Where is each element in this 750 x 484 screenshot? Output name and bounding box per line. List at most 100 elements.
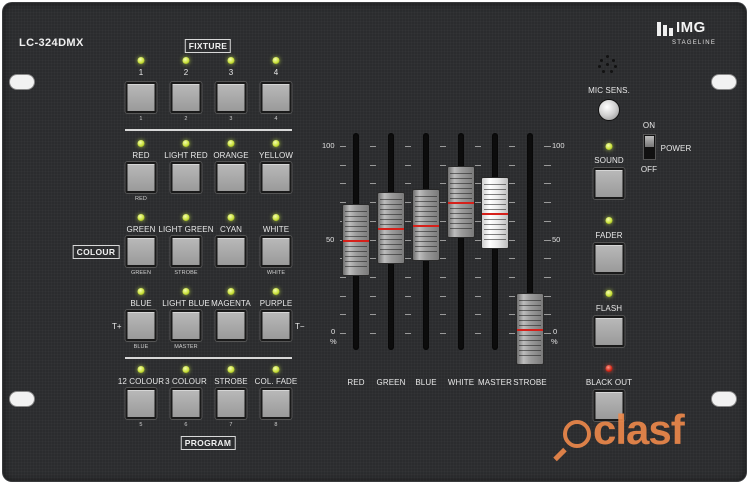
scale-tick bbox=[340, 296, 346, 297]
fader-label-green: GREEN bbox=[376, 378, 406, 387]
colour-r3-button-3[interactable] bbox=[215, 310, 247, 341]
colour-r2-label-2: LIGHT GREEN bbox=[158, 225, 214, 234]
fader-tick bbox=[440, 183, 446, 184]
power-switch[interactable] bbox=[643, 134, 656, 160]
fader-knob-green[interactable] bbox=[377, 192, 405, 264]
scale-tick bbox=[340, 183, 346, 184]
fader-knob-white[interactable] bbox=[447, 166, 475, 238]
colour-r2-sublabel-2: STROBE bbox=[174, 270, 198, 276]
fixture-sublabel-2: 2 bbox=[184, 116, 188, 122]
fixture-button-4[interactable] bbox=[260, 82, 292, 113]
colour-r3-button-2[interactable] bbox=[170, 310, 202, 341]
flash-button[interactable] bbox=[593, 316, 625, 347]
right-led-1 bbox=[605, 143, 613, 150]
fader-tick bbox=[475, 258, 481, 259]
program-button-1[interactable] bbox=[125, 388, 157, 419]
fixture-button-3[interactable] bbox=[215, 82, 247, 113]
fader-label-red: RED bbox=[347, 378, 365, 387]
fader-tick bbox=[405, 258, 411, 259]
colour-r2-led-2 bbox=[182, 214, 190, 221]
fader-tick bbox=[405, 146, 411, 147]
program-led-4 bbox=[272, 366, 280, 373]
colour-r1-label-2: LIGHT RED bbox=[164, 151, 208, 160]
fader-tick bbox=[405, 314, 411, 315]
scale-tick bbox=[340, 277, 346, 278]
colour-r1-button-2[interactable] bbox=[170, 162, 202, 193]
fader-tick bbox=[509, 183, 515, 184]
fixture-sublabel-4: 4 bbox=[274, 116, 278, 122]
colour-r3-button-1[interactable] bbox=[125, 310, 157, 341]
program-button-4[interactable] bbox=[260, 388, 292, 419]
model-name: LC-324DMX bbox=[19, 37, 84, 49]
fader-tick bbox=[440, 277, 446, 278]
colour-r3-sublabel-1: BLUE bbox=[133, 344, 149, 350]
power-off-label: OFF bbox=[640, 165, 658, 174]
colour-r3-sublabel-2: MASTER bbox=[174, 344, 198, 350]
colour-r1-button-3[interactable] bbox=[215, 162, 247, 193]
program-label-4: COL. FADE bbox=[254, 377, 298, 386]
fader-tick bbox=[370, 314, 376, 315]
fader-tick bbox=[544, 146, 550, 147]
fader-knob-master[interactable] bbox=[481, 177, 509, 249]
colour-r3-led-4 bbox=[272, 288, 280, 295]
fixture-led-2 bbox=[182, 57, 190, 64]
scale-tick bbox=[340, 146, 346, 147]
colour-section-label: COLOUR bbox=[72, 245, 120, 259]
fader-tick bbox=[544, 296, 550, 297]
fader-tick bbox=[475, 277, 481, 278]
fader-tick bbox=[475, 202, 481, 203]
fader-tick bbox=[475, 165, 481, 166]
mount-hole-bottom-left bbox=[9, 391, 35, 407]
t-minus-label: T− bbox=[295, 322, 305, 331]
colour-r2-button-1[interactable] bbox=[125, 236, 157, 267]
scale-right-0: 0 bbox=[553, 327, 558, 336]
program-button-2[interactable] bbox=[170, 388, 202, 419]
colour-r1-button-4[interactable] bbox=[260, 162, 292, 193]
fixture-label-2: 2 bbox=[183, 68, 189, 77]
colour-r1-led-3 bbox=[227, 140, 235, 147]
fixture-button-1[interactable] bbox=[125, 82, 157, 113]
fader-label-master: MASTER bbox=[478, 378, 512, 387]
colour-r2-label-4: WHITE bbox=[262, 225, 290, 234]
fader-tick bbox=[544, 258, 550, 259]
program-button-3[interactable] bbox=[215, 388, 247, 419]
colour-r1-button-1[interactable] bbox=[125, 162, 157, 193]
right-led-4 bbox=[605, 365, 613, 372]
black-out-button[interactable] bbox=[593, 390, 625, 421]
colour-r3-led-3 bbox=[227, 288, 235, 295]
fader-tick bbox=[370, 296, 376, 297]
fader-tick bbox=[475, 333, 481, 334]
colour-r3-button-4[interactable] bbox=[260, 310, 292, 341]
fader-knob-strobe[interactable] bbox=[516, 293, 544, 365]
microphone-grille-icon bbox=[596, 55, 620, 75]
fader-knob-blue[interactable] bbox=[412, 189, 440, 261]
right-button-label-4: BLACK OUT bbox=[585, 378, 633, 387]
mic-sens-label: MIC SENS. bbox=[588, 86, 630, 95]
scale-tick bbox=[340, 333, 346, 334]
scale-tick bbox=[340, 314, 346, 315]
fader-tick bbox=[405, 277, 411, 278]
power-on-label: ON bbox=[642, 121, 656, 130]
fixture-button-2[interactable] bbox=[170, 82, 202, 113]
fader-tick bbox=[405, 240, 411, 241]
colour-r2-button-2[interactable] bbox=[170, 236, 202, 267]
scale-left-0: 0 bbox=[331, 327, 336, 336]
colour-r2-button-4[interactable] bbox=[260, 236, 292, 267]
colour-r2-led-1 bbox=[137, 214, 145, 221]
colour-r3-led-1 bbox=[137, 288, 145, 295]
fader-tick bbox=[509, 258, 515, 259]
fader-knob-red[interactable] bbox=[342, 204, 370, 276]
mic-sensitivity-knob[interactable] bbox=[598, 99, 620, 121]
scale-tick bbox=[340, 165, 346, 166]
fader-tick bbox=[544, 202, 550, 203]
scale-right-100: 100 bbox=[552, 141, 565, 150]
divider-colour bbox=[125, 357, 292, 359]
scale-right-unit: % bbox=[551, 337, 558, 346]
fixture-label-1: 1 bbox=[138, 68, 144, 77]
fader-button[interactable] bbox=[593, 243, 625, 274]
sound-button[interactable] bbox=[593, 168, 625, 199]
fixture-label-4: 4 bbox=[273, 68, 279, 77]
fader-tick bbox=[440, 314, 446, 315]
fader-tick bbox=[405, 296, 411, 297]
colour-r2-button-3[interactable] bbox=[215, 236, 247, 267]
